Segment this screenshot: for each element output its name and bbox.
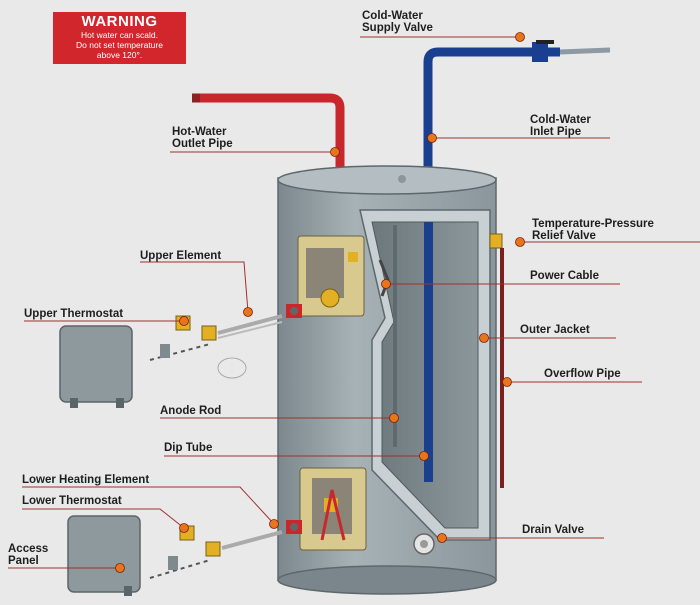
label-outer-jacket: Outer Jacket — [520, 324, 590, 336]
label-upper-element: Upper Element — [140, 250, 222, 262]
lower-access-panel — [67, 515, 141, 596]
label-cold-water-supply-valve: Cold-Water Supply Valve — [362, 10, 433, 34]
drain-valve — [413, 533, 435, 555]
label-cold-water-inlet-pipe: Cold-Water Inlet Pipe — [530, 114, 591, 138]
dot-hot-water-outlet-pipe — [330, 147, 340, 157]
upper-access-panel — [59, 325, 133, 408]
label-lower-heating-element: Lower Heating Element — [22, 474, 150, 486]
dot-upper-element — [243, 307, 253, 317]
relief-valve — [489, 233, 504, 488]
dot-anode-rod — [389, 413, 399, 423]
label-dip-tube: Dip Tube — [164, 442, 213, 454]
label-lower-thermostat: Lower Thermostat — [22, 495, 122, 507]
label-power-cable: Power Cable — [530, 270, 600, 282]
dot-lower-heating-element — [269, 519, 279, 529]
upper-exploded-parts — [149, 314, 283, 379]
dot-lower-thermostat — [179, 523, 189, 533]
dot-relief-valve — [515, 237, 525, 247]
warning-line: above 120°. — [96, 50, 143, 60]
lower-exploded-parts — [149, 525, 283, 579]
label-drain-valve: Drain Valve — [522, 524, 585, 536]
warning-line: Hot water can scald. — [80, 30, 158, 40]
upper-compartment — [297, 235, 390, 317]
label-access-panel: Access Panel — [8, 543, 49, 567]
dot-access-panel — [115, 563, 125, 573]
callout-dots — [115, 32, 525, 573]
dot-overflow-pipe — [502, 377, 512, 387]
dot-drain-valve — [437, 533, 447, 543]
label-anode-rod: Anode Rod — [160, 405, 222, 417]
label-overflow-pipe: Overflow Pipe — [544, 368, 621, 380]
label-hot-water-outlet-pipe: Hot-Water Outlet Pipe — [172, 126, 233, 150]
dot-dip-tube — [419, 451, 429, 461]
hot-water-pipe — [192, 93, 345, 182]
dot-outer-jacket — [479, 333, 489, 343]
label-temperature-pressure-relief-valve: Temperature-Pressure Relief Valve — [532, 218, 654, 242]
tank-cutaway — [359, 209, 491, 541]
cold-water-pipe — [423, 40, 611, 182]
warning-title: WARNING — [81, 13, 158, 30]
dot-upper-thermostat — [179, 316, 189, 326]
warning-box: WARNING Hot water can scald. Do not set … — [53, 12, 186, 64]
leader-lines — [8, 36, 700, 569]
lower-compartment — [299, 467, 367, 551]
dot-cold-water-inlet-pipe — [427, 133, 437, 143]
dot-power-cable — [381, 279, 391, 289]
dot-cold-water-supply-valve — [515, 32, 525, 42]
label-upper-thermostat: Upper Thermostat — [24, 308, 124, 320]
warning-line: Do not set temperature — [76, 40, 163, 50]
